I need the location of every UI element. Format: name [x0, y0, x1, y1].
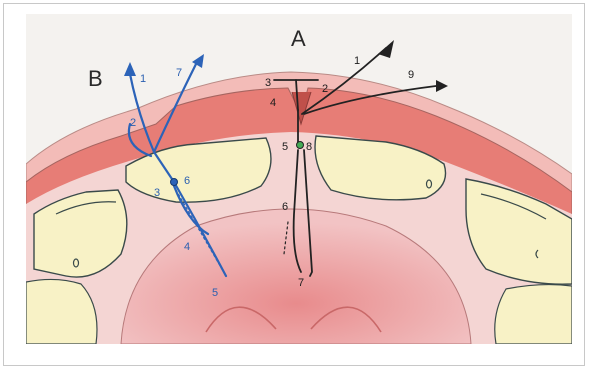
figure-frame: A B 1 2 3 4 5 8 6 7 9 1 7 2 3 6 4 5: [3, 3, 585, 366]
black-num-1: 1: [354, 55, 360, 67]
suture-diagram: A B 1 2 3 4 5 8 6 7 9 1 7 2 3 6 4 5: [26, 14, 572, 344]
blue-num-1: 1: [140, 73, 146, 85]
label-b: B: [88, 66, 103, 91]
blue-num-3: 3: [154, 187, 160, 199]
black-arrow-9: [436, 80, 448, 92]
black-num-2: 2: [322, 83, 328, 95]
label-a: A: [291, 26, 306, 51]
blue-num-2: 2: [130, 117, 136, 129]
black-num-4: 4: [270, 97, 276, 109]
black-arrow-1: [378, 40, 394, 58]
lower-cartilage-right: [495, 285, 572, 344]
black-num-3: 3: [265, 77, 271, 89]
black-num-6: 6: [282, 201, 288, 213]
blue-num-5: 5: [212, 287, 218, 299]
blue-num-7: 7: [176, 67, 182, 79]
blue-num-4: 4: [184, 241, 190, 253]
black-num-8: 8: [306, 141, 312, 153]
diagram-plate: A B 1 2 3 4 5 8 6 7 9 1 7 2 3 6 4 5: [26, 14, 572, 344]
black-num-9: 9: [408, 69, 414, 81]
black-knot: [297, 142, 304, 149]
blue-arrow-1: [124, 62, 136, 76]
blue-knot: [171, 179, 178, 186]
black-num-7: 7: [298, 277, 304, 289]
blue-num-6: 6: [184, 175, 190, 187]
blue-arrow-7: [192, 54, 204, 68]
black-num-5: 5: [282, 141, 288, 153]
